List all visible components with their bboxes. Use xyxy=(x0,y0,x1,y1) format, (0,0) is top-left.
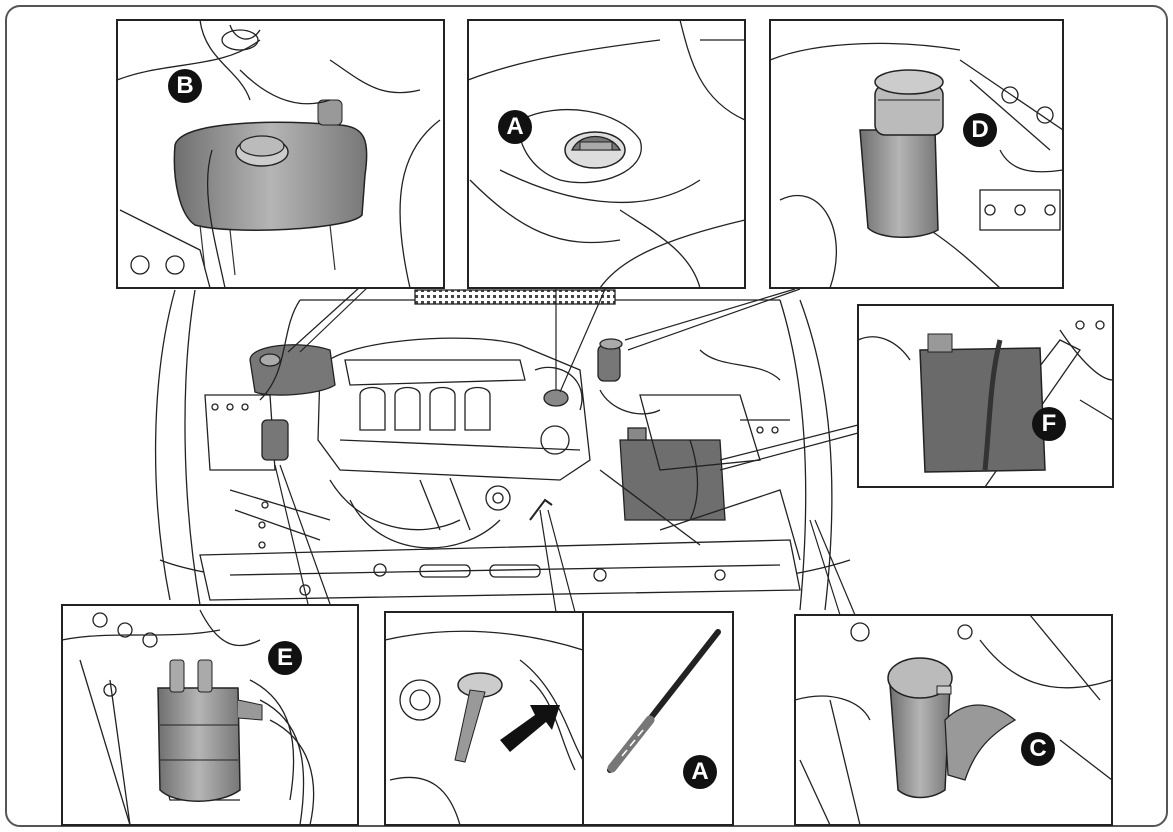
callout-badge-c: C xyxy=(1021,732,1055,766)
inset-f-battery xyxy=(857,304,1114,488)
callout-badge-a-oil: A xyxy=(498,110,532,144)
insert-arrow-icon xyxy=(500,705,560,752)
inset-dipstick xyxy=(384,611,734,826)
callout-badge-d: D xyxy=(963,113,997,147)
inset-b-coolant-reservoir xyxy=(116,19,445,289)
callout-badge-f: F xyxy=(1032,407,1066,441)
callout-badge-a-dipstick: A xyxy=(683,755,717,789)
callout-badge-e: E xyxy=(268,641,302,675)
inset-d-power-steering xyxy=(769,19,1064,289)
main-engine-bay xyxy=(154,289,851,611)
leader-lines xyxy=(274,286,859,616)
inset-c-washer-reservoir xyxy=(794,614,1113,826)
inset-a-oil-filler xyxy=(467,19,746,289)
inset-e-fuel-filter xyxy=(61,604,359,826)
callout-badge-b: B xyxy=(168,69,202,103)
